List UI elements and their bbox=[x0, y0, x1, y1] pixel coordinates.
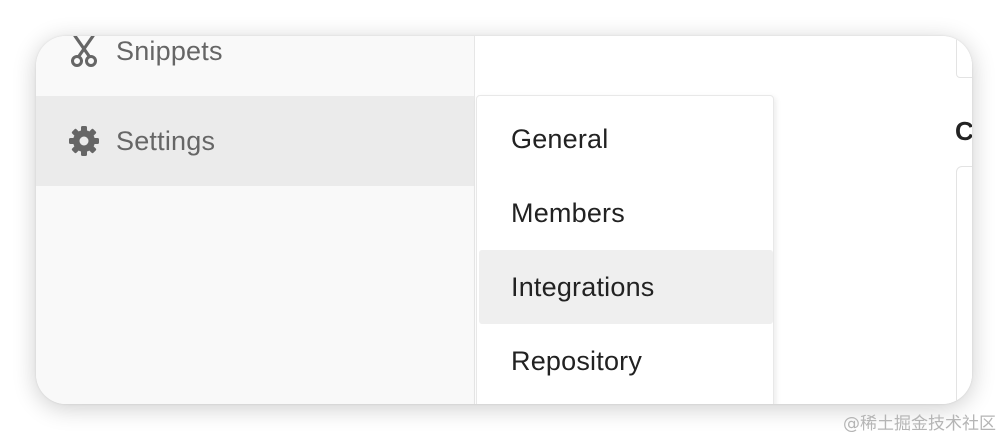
submenu-item-label: General bbox=[511, 123, 609, 154]
submenu-item-label: Members bbox=[511, 197, 625, 228]
submenu-item-label: Integrations bbox=[511, 271, 655, 302]
watermark: @稀土掘金技术社区 bbox=[843, 414, 996, 434]
scissors-icon bbox=[68, 36, 100, 67]
gear-icon bbox=[68, 125, 100, 157]
app-window: Snippets bbox=[36, 36, 972, 404]
submenu-item-integrations[interactable]: Integrations bbox=[479, 250, 773, 324]
content-panel bbox=[956, 166, 972, 404]
settings-submenu: General Members Integrations Repository bbox=[476, 95, 774, 404]
sidebar-item-label: Settings bbox=[116, 125, 216, 156]
submenu-item-general[interactable]: General bbox=[479, 102, 773, 176]
sidebar-item-snippets[interactable]: Snippets bbox=[36, 36, 474, 96]
content-heading: C bbox=[955, 116, 972, 146]
sidebar-item-settings[interactable]: Settings bbox=[36, 96, 474, 186]
submenu-item-repository[interactable]: Repository bbox=[479, 324, 773, 398]
sidebar-item-label: Snippets bbox=[116, 36, 223, 66]
content-top-card bbox=[956, 36, 972, 78]
submenu-item-members[interactable]: Members bbox=[479, 176, 773, 250]
sidebar: Snippets bbox=[36, 36, 475, 404]
submenu-item-label: Repository bbox=[511, 345, 643, 376]
